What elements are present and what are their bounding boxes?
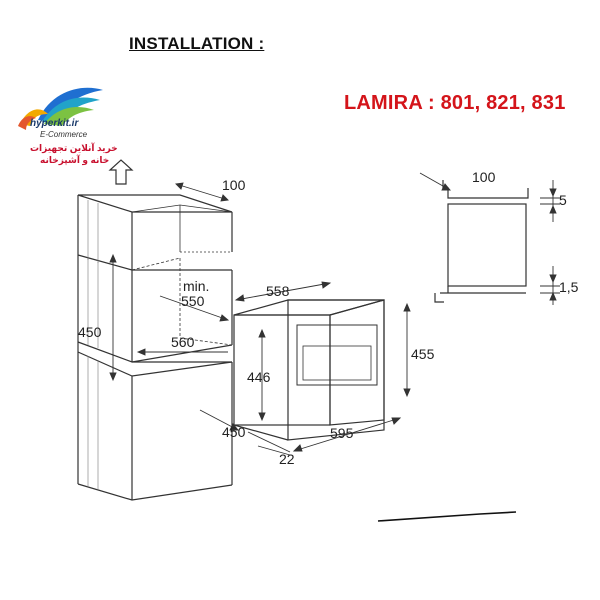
dim-oven-depth: 558 [266,283,290,299]
logo-persian-line-2: خانه و آشپزخانه [40,155,110,165]
dim-niche-min-label: min. [183,278,209,294]
oven-drawing [233,299,385,441]
dim-side-top-gap: 100 [472,169,496,185]
logo-persian-line-1: خرید آنلاین تجهیزات [30,143,118,153]
page-title: INSTALLATION : [129,34,265,53]
dim-side-top-offset: 5 [559,192,567,208]
dim-niche-width: 560 [171,334,195,350]
dim-oven-width: 595 [330,425,354,441]
side-dimension-lines [419,172,560,305]
dim-cabinet-top-depth: 100 [222,177,246,193]
dim-oven-front-thickness: 22 [279,451,295,467]
cabinet-dimension-lines [109,182,239,431]
logo-swoosh-icon [18,87,103,130]
logo-subtitle: E-Commerce [40,130,88,139]
logo-name: hyperkit.ir [30,118,79,129]
cabinet-drawing [77,159,233,501]
dim-oven-body-height: 446 [247,369,271,385]
side-profile-drawing [434,180,529,303]
dim-cabinet-side-depth: 450 [222,424,246,440]
dim-oven-front-height: 455 [411,346,435,362]
dim-side-bottom-offset: 1,5 [559,279,579,295]
dim-niche-height: 450 [78,324,102,340]
stray-stroke [377,511,517,522]
dim-niche-min-depth: 550 [181,293,205,309]
oven-dimension-lines [234,281,411,456]
model-numbers: LAMIRA : 801, 821, 831 [344,92,566,114]
